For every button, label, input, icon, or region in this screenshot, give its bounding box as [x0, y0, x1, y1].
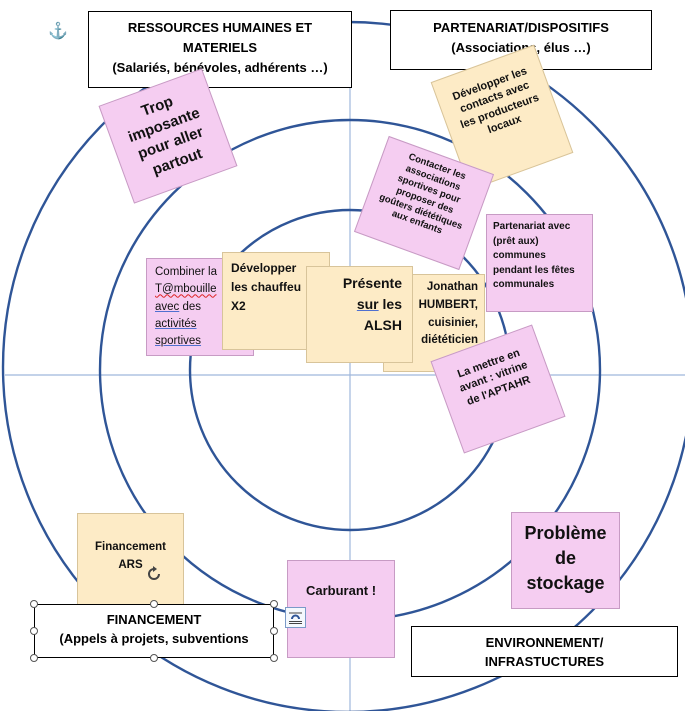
note-line: Développer	[231, 261, 297, 275]
box-ressources-humaines: RESSOURCES HUMAINES ET MATERIELS (Salari…	[88, 11, 352, 88]
note-line: stockage	[526, 573, 605, 594]
note-financement-ars[interactable]: Financement ARS	[77, 513, 184, 611]
financement-subtitle: (Appels à projets, subventions	[59, 631, 249, 646]
resize-handle-br[interactable]	[270, 654, 278, 662]
note-line: de	[554, 548, 576, 569]
note-line: les chauffeu	[231, 280, 302, 295]
resize-handle-mr[interactable]	[270, 627, 278, 635]
resize-handle-bm[interactable]	[150, 654, 158, 662]
box-environnement: ENVIRONNEMENT/ INFRASTUCTURES	[411, 626, 678, 677]
financement-title: FINANCEMENT	[106, 612, 202, 627]
note-word: avec	[155, 300, 180, 313]
note-probleme-stockage[interactable]: Problème de stockage	[511, 512, 620, 609]
box-partenariat: PARTENARIAT/DISPOSITIFS (Associations, é…	[390, 10, 652, 70]
environnement-title: ENVIRONNEMENT/	[485, 635, 604, 650]
box-financement[interactable]: FINANCEMENT (Appels à projets, subventio…	[34, 604, 274, 658]
note-line: Jonathan	[426, 281, 478, 293]
resize-handle-bl[interactable]	[30, 654, 38, 662]
rotate-handle-icon[interactable]	[145, 565, 163, 583]
note-line: X2	[231, 299, 246, 314]
rh-title-2: MATERIELS	[182, 40, 258, 55]
note-line: sportives	[155, 335, 202, 347]
environnement-subtitle: INFRASTUCTURES	[484, 654, 605, 669]
layout-options-icon[interactable]	[285, 607, 306, 628]
note-line: cuisinier,	[428, 316, 478, 329]
note-line: communes	[493, 250, 546, 261]
resize-handle-ml[interactable]	[30, 627, 38, 635]
resize-handle-tm[interactable]	[150, 600, 158, 608]
anchor-icon: ⚓	[48, 23, 68, 40]
note-line: sur les ALSH	[317, 294, 402, 336]
note-line: Financement	[95, 541, 166, 553]
note-line: Présente	[342, 275, 402, 291]
note-word: sur	[356, 296, 379, 312]
resize-handle-tr[interactable]	[270, 600, 278, 608]
note-line: Carburant !	[305, 583, 377, 598]
note-line: activités	[155, 317, 197, 330]
note-line: Combiner la	[155, 266, 217, 278]
note-word: des	[179, 300, 202, 313]
note-line: diététicien	[421, 334, 478, 347]
note-line: avec des	[155, 299, 245, 316]
note-line: Partenariat avec	[493, 221, 571, 232]
partenariat-title: PARTENARIAT/DISPOSITIFS	[433, 20, 609, 35]
note-line: ARS	[118, 559, 143, 572]
note-presente-alsh[interactable]: Présente sur les ALSH	[306, 266, 413, 363]
rh-title: RESSOURCES HUMAINES ET	[127, 20, 313, 35]
note-line: HUMBERT,	[418, 298, 478, 311]
note-line: pendant les fêtes	[493, 264, 575, 276]
resize-handle-tl[interactable]	[30, 600, 38, 608]
partenariat-subtitle: (Associations, élus …)	[451, 40, 591, 55]
note-line: T@mbouille	[155, 283, 217, 296]
note-word: les ALSH	[363, 296, 402, 333]
note-line: communales	[493, 279, 555, 290]
note-line: (prêt aux)	[493, 235, 539, 247]
rh-subtitle: (Salariés, bénévoles, adhérents …)	[112, 60, 328, 75]
note-partenariat-communes[interactable]: Partenariat avec (prêt aux) communes pen…	[486, 214, 593, 312]
note-line: Problème	[524, 523, 607, 543]
